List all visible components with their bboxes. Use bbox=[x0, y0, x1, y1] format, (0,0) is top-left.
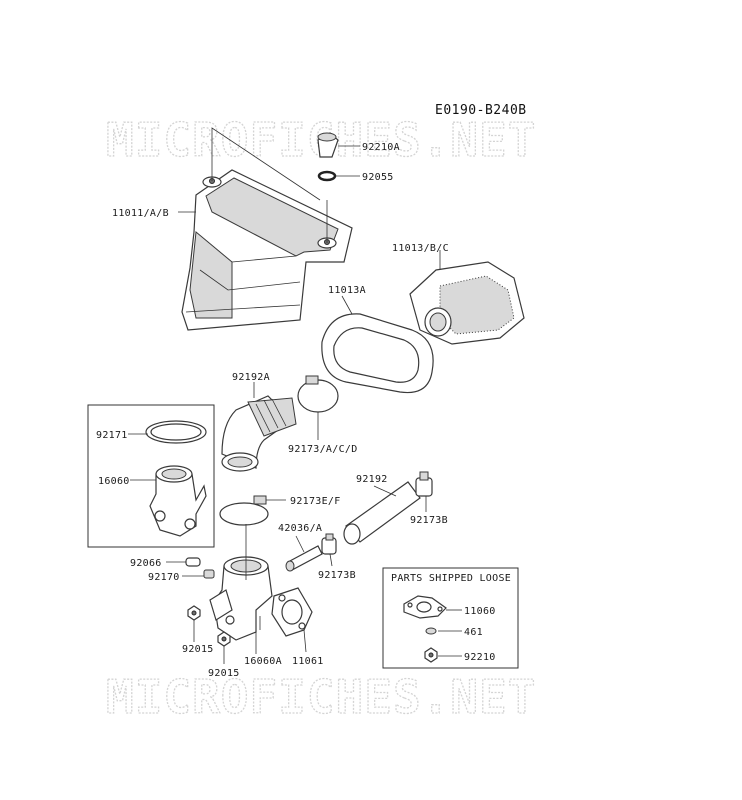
label-92170: 92170 bbox=[148, 572, 180, 583]
hose-clamp-upper bbox=[297, 375, 339, 413]
intake-pipe-16060A bbox=[209, 556, 273, 641]
clip-92170 bbox=[203, 569, 215, 579]
label-11061: 11061 bbox=[292, 656, 324, 667]
label-11013BC: 11013/B/C bbox=[392, 243, 449, 254]
nut-92015-lower bbox=[217, 631, 231, 647]
label-92192: 92192 bbox=[356, 474, 388, 485]
plug-92066 bbox=[185, 557, 201, 567]
gasket-11060 bbox=[403, 595, 447, 619]
breather-hose-92192 bbox=[343, 481, 421, 545]
label-92173B-right: 92173B bbox=[410, 515, 448, 526]
label-92066: 92066 bbox=[130, 558, 162, 569]
intake-hose-elbow bbox=[221, 395, 297, 472]
nut-92210 bbox=[424, 647, 438, 663]
label-92210A: 92210A bbox=[362, 142, 400, 153]
label-42036A: 42036/A bbox=[278, 523, 322, 534]
pre-cleaner-foam bbox=[321, 313, 434, 394]
gasket-11061 bbox=[271, 587, 313, 637]
label-92173EF: 92173E/F bbox=[290, 496, 341, 507]
air-cleaner-housing bbox=[181, 169, 353, 331]
air-filter-element bbox=[409, 261, 525, 345]
label-92173B-mid: 92173B bbox=[318, 570, 356, 581]
alternate-parts-box bbox=[87, 404, 215, 548]
label-11013A: 11013A bbox=[328, 285, 366, 296]
clamp-92173B-mid bbox=[321, 533, 337, 555]
label-16060A: 16060A bbox=[244, 656, 282, 667]
clamp-92173EF bbox=[219, 495, 269, 526]
o-ring bbox=[317, 170, 337, 182]
washer-461 bbox=[425, 627, 437, 635]
label-92055: 92055 bbox=[362, 172, 394, 183]
loose-box-title: PARTS SHIPPED LOOSE bbox=[391, 573, 511, 584]
parts-shipped-loose-box bbox=[382, 567, 519, 669]
diagram-reference-code: E0190-B240B bbox=[435, 103, 527, 118]
label-16060: 16060 bbox=[98, 476, 130, 487]
label-92210: 92210 bbox=[464, 652, 496, 663]
nut-92015-upper bbox=[187, 605, 201, 621]
label-92171: 92171 bbox=[96, 430, 128, 441]
label-92015-upper: 92015 bbox=[182, 644, 214, 655]
clamp-92173B-right bbox=[415, 471, 433, 497]
label-11060: 11060 bbox=[464, 606, 496, 617]
intake-pipe-16060 bbox=[149, 465, 207, 537]
label-92173ACD: 92173/A/C/D bbox=[288, 444, 358, 455]
hose-fitting bbox=[285, 545, 323, 572]
watermark-bottom: MICROFICHES.NET bbox=[106, 670, 536, 724]
label-92015-lower: 92015 bbox=[208, 668, 240, 679]
label-11011AB: 11011/A/B bbox=[112, 208, 169, 219]
clamp-92171 bbox=[145, 420, 207, 444]
wing-nut-knob bbox=[317, 132, 339, 158]
label-92192A: 92192A bbox=[232, 372, 270, 383]
label-461: 461 bbox=[464, 627, 483, 638]
